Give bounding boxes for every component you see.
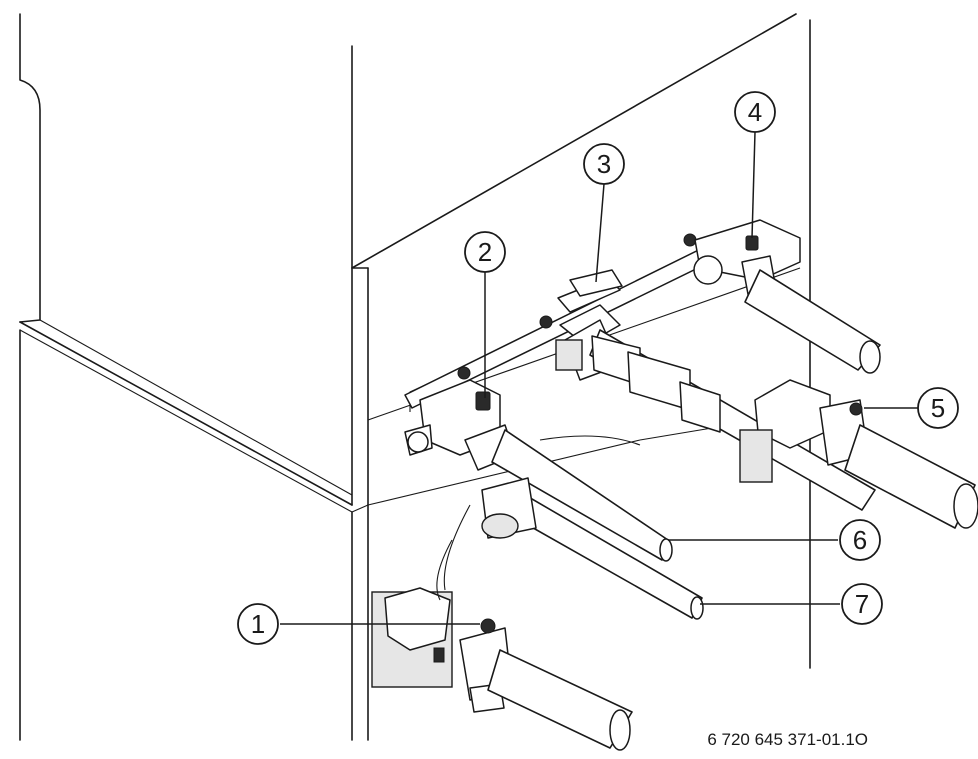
- callout-6: 6: [839, 519, 881, 561]
- callout-2: 2: [464, 231, 506, 273]
- callout-7-label: 7: [855, 589, 869, 619]
- callout-3-label: 3: [597, 149, 611, 179]
- pipe-6: [491, 429, 673, 562]
- callout-7: 7: [841, 583, 883, 625]
- flex-hose: [436, 435, 641, 601]
- callout-4-label: 4: [748, 97, 762, 127]
- callout-1: 1: [237, 603, 279, 645]
- figure-id: 6 720 645 371-01.1O: [707, 730, 868, 749]
- leader-lines: [280, 131, 918, 625]
- callout-3: 3: [583, 143, 625, 185]
- pipe-5-outlet: [844, 424, 978, 529]
- pipe-7: [481, 477, 704, 620]
- callout-4: 4: [734, 91, 776, 133]
- valve-assembly-1: [371, 587, 513, 713]
- valve-assembly-5: [739, 379, 869, 483]
- pipe-1-outlet: [487, 649, 633, 751]
- valve-assembly-2: [404, 379, 516, 471]
- callout-1-label: 1: [251, 609, 265, 639]
- main-flow-pipe: [589, 329, 876, 511]
- callout-6-label: 6: [853, 525, 867, 555]
- pipe-4-outlet: [744, 269, 881, 374]
- callout-5-label: 5: [931, 393, 945, 423]
- callout-2-label: 2: [478, 237, 492, 267]
- callout-5: 5: [917, 387, 959, 429]
